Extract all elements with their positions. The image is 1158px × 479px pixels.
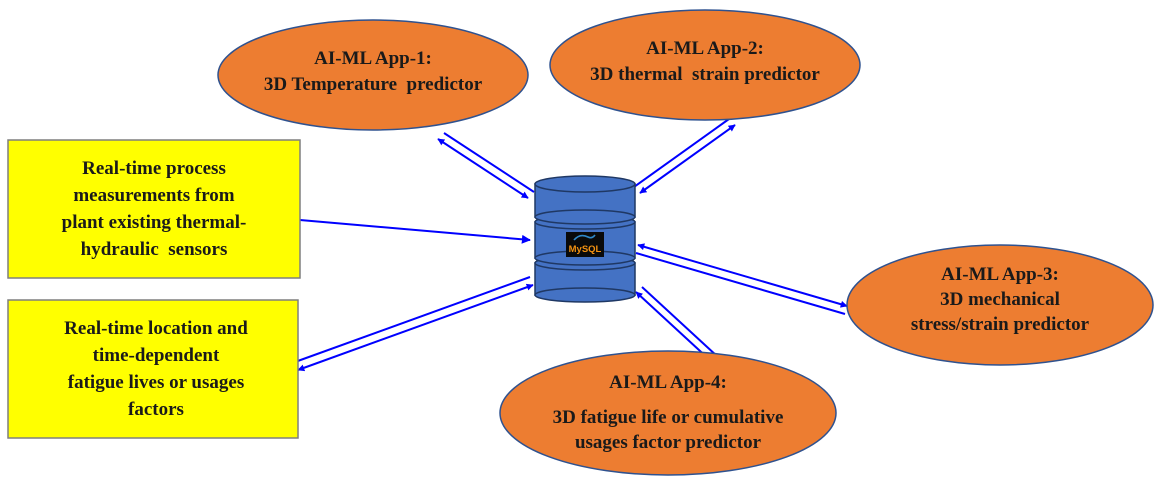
fatigue-output-box: Real-time location and time-dependent fa… <box>7 299 299 439</box>
app2-title: AI-ML App-2: <box>646 38 764 59</box>
mysql-logo: MySQL <box>566 232 604 257</box>
sensors-arrow <box>299 219 531 244</box>
app3-title: AI-ML App-3: <box>941 264 1059 285</box>
app4-node: AI-ML App-4: 3D fatigue life or cumulati… <box>499 350 837 476</box>
fatigue-line1: Real-time location and <box>64 318 248 339</box>
database-cylinder-icon: MySQL <box>534 175 636 303</box>
app2-node: AI-ML App-2: 3D thermal strain predictor <box>549 9 861 121</box>
app4-double-arrow <box>635 286 719 363</box>
database-segment-top <box>534 175 636 225</box>
app1-node: AI-ML App-1: 3D Temperature predictor <box>217 19 529 131</box>
app4-title: AI-ML App-4: <box>609 372 727 393</box>
app4-description-line2: usages factor predictor <box>575 432 762 453</box>
app3-description-line1: 3D mechanical <box>940 289 1060 310</box>
app3-double-arrow <box>635 243 848 315</box>
app4-description-line1: 3D fatigue life or cumulative <box>553 407 784 428</box>
app1-double-arrow <box>437 132 535 199</box>
app1-description: 3D Temperature predictor <box>264 74 483 95</box>
fatigue-line2: time-dependent <box>93 345 220 366</box>
app1-title: AI-ML App-1: <box>314 48 432 69</box>
sensors-line2: measurements from <box>73 185 234 206</box>
fatigue-double-arrow <box>294 276 534 372</box>
fatigue-line3: fatigue lives or usages <box>68 372 244 393</box>
mysql-logo-text: MySQL <box>569 244 602 255</box>
app2-double-arrow <box>633 118 736 194</box>
app3-node: AI-ML App-3: 3D mechanical stress/strain… <box>846 244 1154 366</box>
sensors-line1: Real-time process <box>82 158 226 179</box>
sensors-input-box: Real-time process measurements from plan… <box>7 139 301 279</box>
fatigue-line4: factors <box>128 399 184 420</box>
sensors-line3: plant existing thermal- <box>62 212 247 233</box>
app3-description-line2: stress/strain predictor <box>911 314 1090 335</box>
app2-description: 3D thermal strain predictor <box>590 64 820 85</box>
sensors-line4: hydraulic sensors <box>81 239 228 260</box>
connectors <box>294 118 848 372</box>
